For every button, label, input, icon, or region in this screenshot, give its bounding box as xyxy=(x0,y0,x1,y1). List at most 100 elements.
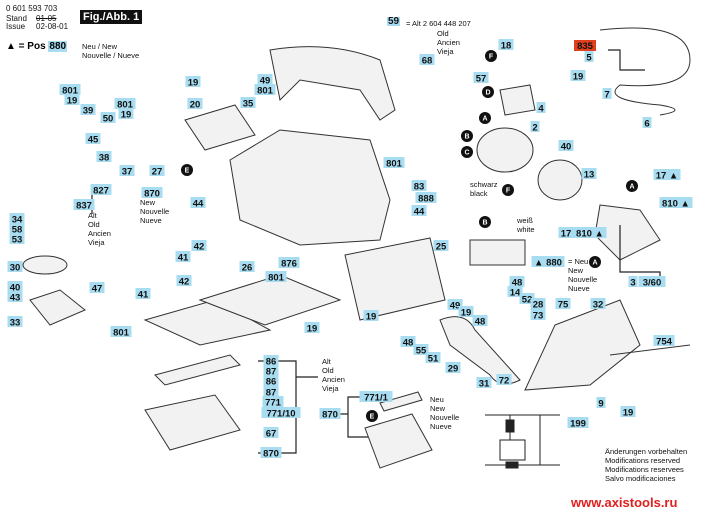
part-label: 50 xyxy=(100,112,116,125)
label-text: 41 xyxy=(138,290,149,301)
part-label: 49 xyxy=(257,74,273,87)
part-label: 870 xyxy=(319,408,341,421)
part-label: 26 xyxy=(239,261,255,274)
label-background xyxy=(73,199,95,210)
part-label: 43 xyxy=(7,291,23,304)
legend-new-line2: Nouvelle / Nueve xyxy=(82,51,140,60)
part-label: 20 xyxy=(187,98,203,111)
part-label: 29 xyxy=(445,362,461,375)
part-label: 41 xyxy=(175,251,191,264)
part-label: 17 ▲ xyxy=(653,169,681,182)
label-text: ▲ 880 xyxy=(534,258,562,269)
label-background xyxy=(411,205,427,216)
depth-knob-part xyxy=(29,289,86,326)
part-label: 5 xyxy=(584,51,594,64)
label-background xyxy=(363,310,379,321)
label-background xyxy=(185,76,201,87)
part-label: 83 xyxy=(411,180,427,193)
label-text: 25 xyxy=(436,242,447,253)
footer-note: Salvo modificaciones xyxy=(605,474,676,483)
part-label: 801 xyxy=(265,271,287,284)
label-background xyxy=(530,121,540,132)
label-background xyxy=(602,88,612,99)
part-label: 19 xyxy=(458,306,474,319)
part-label: 19 xyxy=(64,94,80,107)
part-label: 53 xyxy=(9,233,25,246)
part-label: 49 xyxy=(447,299,463,312)
label-background xyxy=(530,309,546,320)
svg-text:A: A xyxy=(592,260,597,267)
part-label: 801 xyxy=(59,84,81,97)
label-text: 48 xyxy=(475,317,486,328)
label-text: 13 xyxy=(584,170,595,181)
part-label: 86 xyxy=(263,375,279,388)
label-background xyxy=(263,375,279,386)
power-cord-part xyxy=(599,27,691,116)
label-text: 32 xyxy=(593,300,604,311)
label-background xyxy=(265,271,287,282)
reference-circle: A xyxy=(626,180,638,192)
label-text: 42 xyxy=(179,277,190,288)
issue-label: Issue xyxy=(6,22,26,31)
base-plate-part xyxy=(143,299,272,346)
cover-part xyxy=(344,237,446,321)
label-text: 86 xyxy=(266,377,277,388)
label-background xyxy=(642,117,652,128)
label-text: 870 xyxy=(144,189,160,200)
reference-circle: A xyxy=(589,256,601,268)
label-background xyxy=(261,407,301,418)
motor-housing-part xyxy=(184,104,256,151)
website-link[interactable]: www.axistools.ru xyxy=(571,495,678,510)
footer-note: Änderungen vorbehalten xyxy=(605,447,688,456)
label-background xyxy=(659,197,693,208)
label-background xyxy=(7,316,23,327)
label-background xyxy=(141,187,163,198)
part-label: 801 xyxy=(114,98,136,111)
label-background xyxy=(64,94,80,105)
label-background xyxy=(9,223,25,234)
label-background xyxy=(9,233,25,244)
label-text: 754 xyxy=(656,337,673,348)
part-label: 25 xyxy=(433,240,449,253)
label-text: 801 xyxy=(62,86,79,97)
label-text: 38 xyxy=(99,153,110,164)
part-label: 801 xyxy=(110,326,132,339)
wire-label-weiss: weiß xyxy=(517,216,533,225)
wire-label-white: white xyxy=(517,225,535,234)
belt-part xyxy=(439,316,521,385)
part-label: 2 xyxy=(530,121,540,134)
label-background xyxy=(176,275,192,286)
label-background xyxy=(96,151,112,162)
label-background xyxy=(304,322,320,333)
label-background xyxy=(359,391,393,402)
part-label: 55 xyxy=(413,344,429,357)
label-background xyxy=(135,288,151,299)
label-text: 41 xyxy=(178,253,189,264)
part-label: 40 xyxy=(7,281,23,294)
label-text: 30 xyxy=(10,263,21,274)
label-background xyxy=(472,315,488,326)
circuit-schematic xyxy=(485,414,560,469)
label-background xyxy=(383,157,405,168)
label-background xyxy=(458,306,474,317)
label-background xyxy=(425,352,441,363)
part-label: 68 xyxy=(419,54,435,67)
part-label: 31 xyxy=(476,377,492,390)
reference-circle: F xyxy=(502,184,514,196)
label-background xyxy=(530,298,546,309)
label-background xyxy=(519,293,535,304)
part-label: 57 xyxy=(473,72,489,85)
label-background xyxy=(628,276,638,287)
label-text: 19 xyxy=(573,72,584,83)
label-text: 199 xyxy=(570,419,586,430)
label-text: 83 xyxy=(414,182,425,193)
label-background xyxy=(400,336,416,347)
label-background xyxy=(278,257,300,268)
label-background xyxy=(59,84,81,95)
part-label: 35 xyxy=(240,97,256,110)
part-label: 45 xyxy=(85,133,101,146)
part-label: 33 xyxy=(7,316,23,329)
reference-circle: A xyxy=(479,112,491,124)
legend-pos: 880 xyxy=(48,41,68,52)
